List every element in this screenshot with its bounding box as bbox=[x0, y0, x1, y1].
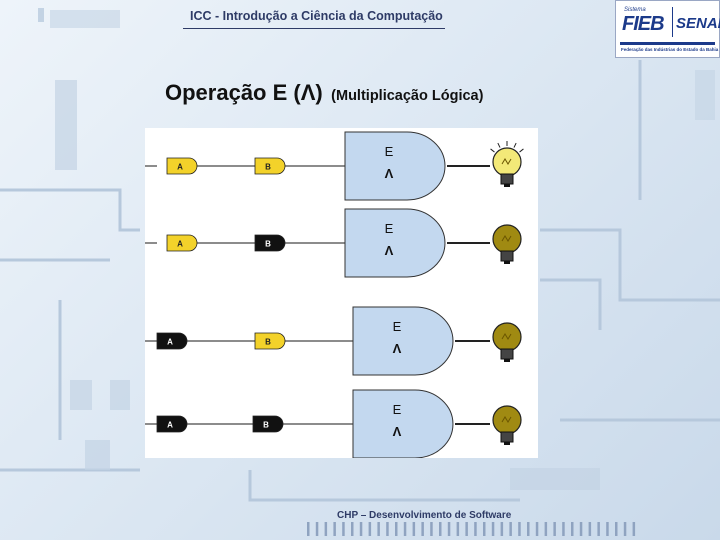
footer-tick bbox=[386, 522, 389, 536]
gate-symbol: Λ bbox=[385, 166, 394, 181]
footer-tick bbox=[439, 522, 442, 536]
lightbulb-icon bbox=[490, 141, 524, 187]
input-b-2-label: B bbox=[265, 240, 271, 249]
logo-divider bbox=[672, 7, 673, 37]
footer-tick bbox=[527, 522, 530, 536]
lightbulb-icon bbox=[492, 224, 522, 264]
footer-tick bbox=[623, 522, 627, 536]
input-b-4 bbox=[252, 415, 284, 433]
footer-tick bbox=[403, 522, 407, 536]
slide-title: Operação E (Λ) (Multiplicação Lógica) bbox=[165, 80, 483, 106]
input-a-4 bbox=[156, 415, 188, 433]
footer-tick bbox=[456, 522, 460, 536]
lightbulb-icon bbox=[492, 405, 522, 445]
footer-tick bbox=[315, 522, 319, 536]
footer-tick bbox=[518, 522, 521, 536]
footer-tick bbox=[447, 522, 451, 536]
footer-tick bbox=[351, 522, 354, 536]
gate-label: E bbox=[385, 221, 394, 236]
footer-tick bbox=[483, 522, 486, 536]
and-gate-1 bbox=[344, 131, 446, 201]
slide-title-main: Operação E (Λ) bbox=[165, 80, 323, 105]
footer-tick bbox=[412, 522, 416, 536]
logo-subtitle: Federação das Indústrias do Estado da Ba… bbox=[621, 47, 719, 52]
input-b-4-label: B bbox=[263, 421, 269, 430]
input-a-2 bbox=[166, 234, 198, 252]
footer-tick bbox=[509, 522, 512, 536]
input-b-3-label: B bbox=[265, 338, 271, 347]
footer-tick-pattern bbox=[307, 522, 636, 536]
footer-tick bbox=[333, 522, 336, 536]
input-b-1 bbox=[254, 157, 286, 175]
footer-tick bbox=[500, 522, 504, 536]
input-b-2 bbox=[254, 234, 286, 252]
gate-symbol: Λ bbox=[393, 341, 402, 356]
logo-fieb-text: FIEB bbox=[622, 13, 665, 35]
input-b-3 bbox=[254, 332, 286, 350]
footer-tick bbox=[368, 522, 372, 536]
footer-tick bbox=[359, 522, 363, 536]
footer-tick bbox=[342, 522, 345, 536]
fieb-senai-logo: Sistema FIEB SENAI Federação das Indústr… bbox=[615, 0, 720, 58]
logo-sistema-text: Sistema bbox=[624, 7, 646, 13]
footer-tick bbox=[588, 522, 592, 536]
and-gate-2 bbox=[344, 208, 446, 278]
footer-tick bbox=[615, 522, 618, 536]
footer-tick bbox=[307, 522, 310, 536]
footer-tick bbox=[535, 522, 539, 536]
and-gate-3 bbox=[352, 306, 454, 376]
header-underline bbox=[183, 28, 445, 29]
footer-tick bbox=[597, 522, 600, 536]
footer-tick bbox=[474, 522, 477, 536]
footer-tick bbox=[377, 522, 380, 536]
footer-tick bbox=[606, 522, 609, 536]
footer-tick bbox=[430, 522, 433, 536]
footer-tick bbox=[632, 522, 636, 536]
gate-label: E bbox=[385, 144, 394, 159]
footer-tick bbox=[562, 522, 565, 536]
and-gate-4 bbox=[352, 389, 454, 459]
footer-tick bbox=[421, 522, 424, 536]
footer-tick bbox=[465, 522, 468, 536]
logo-bar bbox=[620, 42, 715, 45]
gate-symbol: Λ bbox=[385, 243, 394, 258]
footer-tick bbox=[544, 522, 548, 536]
footer-tick bbox=[579, 522, 583, 536]
input-b-1-label: B bbox=[265, 163, 271, 172]
footer-tick bbox=[324, 522, 328, 536]
lightbulb-icon bbox=[492, 322, 522, 362]
gate-label: E bbox=[393, 319, 402, 334]
gate-symbol: Λ bbox=[393, 424, 402, 439]
input-a-3-label: A bbox=[167, 338, 173, 347]
footer-tick bbox=[491, 522, 495, 536]
slide-title-sub: (Multiplicação Lógica) bbox=[331, 88, 484, 104]
footer-tick bbox=[553, 522, 556, 536]
logo-senai-text: SENAI bbox=[676, 15, 720, 32]
footer-tick bbox=[395, 522, 398, 536]
input-a-1 bbox=[166, 157, 198, 175]
gate-label: E bbox=[393, 402, 402, 417]
input-a-3 bbox=[156, 332, 188, 350]
footer-tick bbox=[571, 522, 574, 536]
footer-text: CHP – Desenvolvimento de Software bbox=[337, 510, 512, 521]
input-a-2-label: A bbox=[177, 240, 183, 249]
input-a-1-label: A bbox=[177, 163, 183, 172]
header-title: ICC - Introdução a Ciência da Computação bbox=[190, 9, 443, 23]
input-a-4-label: A bbox=[167, 421, 173, 430]
